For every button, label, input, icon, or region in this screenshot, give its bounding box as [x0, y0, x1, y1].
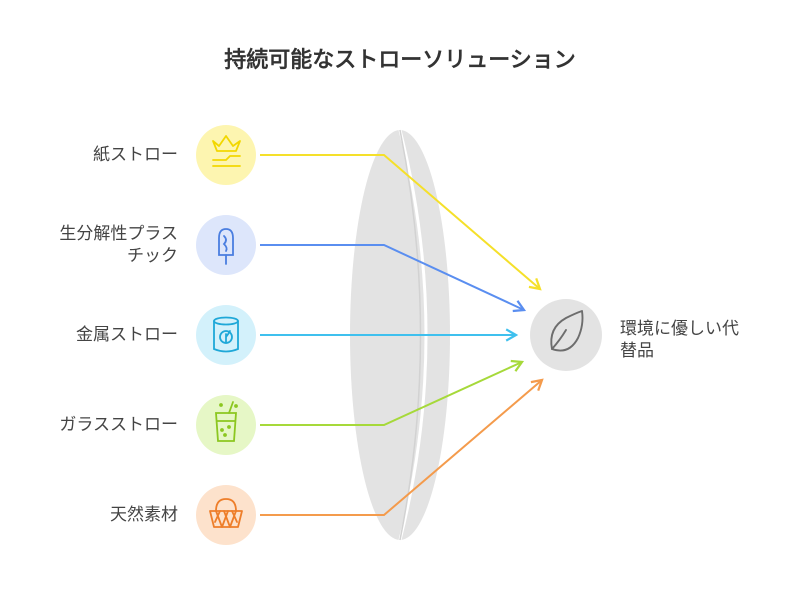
diagram-title: 持続可能なストローソリューション: [224, 48, 576, 73]
connectors: [260, 154, 544, 516]
connector-glass: [260, 359, 525, 426]
basket-icon: [209, 498, 243, 528]
metal-cup-icon: [213, 316, 239, 353]
bioplastic-node: [196, 215, 256, 275]
metal-straw-node: [196, 305, 256, 365]
paper-straw-node: [196, 125, 256, 185]
leaf-icon: [550, 310, 584, 352]
label-glass-straw: ガラスストロー: [59, 415, 178, 435]
output-node: [530, 299, 602, 371]
paper-boat-icon: [212, 135, 241, 167]
connector-bioplastic: [260, 244, 527, 313]
connector-natural: [260, 378, 544, 516]
label-eco-alternative: 環境に優しい代替品: [620, 319, 739, 361]
label-bioplastic: 生分解性プラスチック: [59, 224, 178, 266]
glass-straw-node: [196, 395, 256, 455]
label-paper-straw: 紙ストロー: [93, 145, 178, 165]
popsicle-icon: [218, 228, 234, 265]
label-metal-straw: 金属ストロー: [76, 325, 178, 345]
glass-drink-icon: [215, 401, 238, 442]
label-natural-material: 天然素材: [110, 505, 178, 525]
connector-paper: [260, 154, 542, 291]
natural-material-node: [196, 485, 256, 545]
